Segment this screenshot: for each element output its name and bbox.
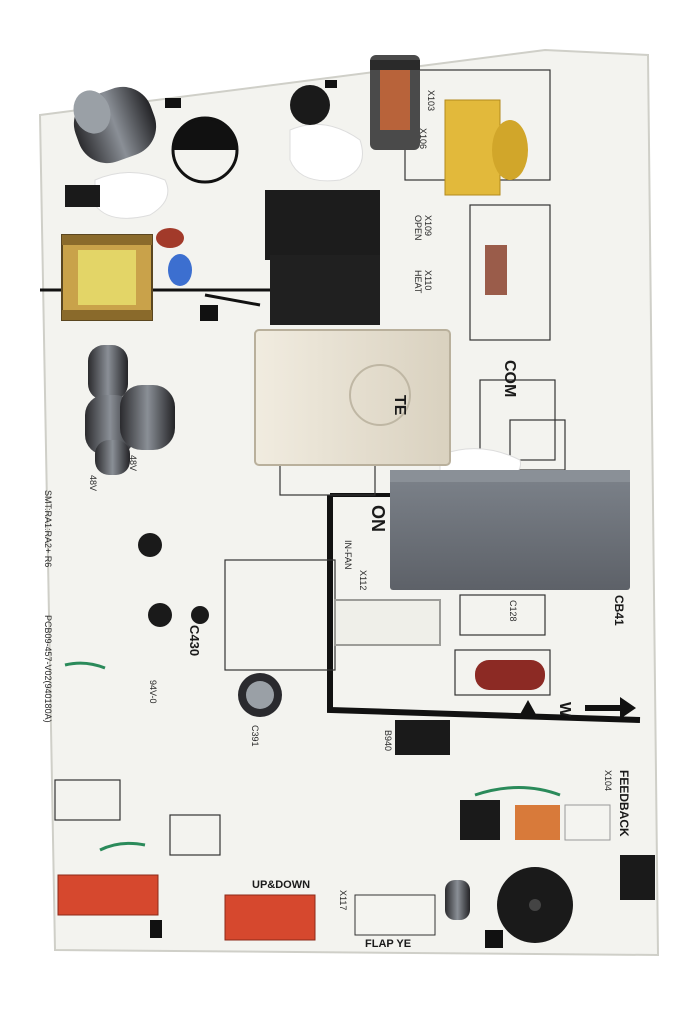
relay-main: [254, 329, 451, 466]
label-cb41: CB41: [612, 595, 626, 626]
label-w: W: [556, 702, 573, 718]
label-x104: X104: [603, 770, 613, 791]
label-updown: UP&DOWN: [252, 879, 310, 891]
label-in-fan: IN-FAN: [343, 540, 353, 570]
label-flap: FLAP YE: [365, 938, 411, 950]
label-open: OPEN: [413, 215, 423, 241]
capacitor-yellow-x: [444, 99, 501, 196]
connector-orange: [515, 805, 560, 840]
label-feedback: FEEDBACK: [617, 770, 631, 837]
capacitor-red-film: [475, 660, 545, 690]
label-c128: C128: [508, 600, 518, 622]
capacitor-large: [73, 86, 157, 164]
label-heat: HEAT: [413, 270, 423, 294]
disc-dot: [191, 606, 209, 624]
transformer: [61, 234, 153, 321]
ic-b940: [395, 720, 450, 755]
silicone-blob-1: [94, 172, 169, 219]
pad-black-1: [150, 920, 162, 938]
marker-green-2: [474, 786, 561, 797]
buzzer-bottom: [497, 867, 573, 943]
label-on: ON: [368, 505, 388, 532]
label-x106: X106: [418, 128, 428, 149]
silicone-blob-2: [289, 123, 363, 182]
pad-black-3: [165, 98, 181, 108]
marker-green-3: [64, 661, 106, 670]
buzzer-round: [171, 116, 239, 184]
w-arrow-mark: [585, 697, 636, 719]
label-x112: X112: [358, 570, 368, 590]
capacitor-blue: [168, 254, 192, 286]
inductor-top: [370, 55, 420, 150]
label-x117: X117: [338, 890, 348, 910]
ic-small-left: [65, 185, 100, 207]
label-x109: X109: [423, 215, 433, 236]
warning-triangle: [518, 700, 538, 718]
transistor-round: [290, 85, 330, 125]
relay-black-1: [265, 190, 380, 260]
connector-red-left: [57, 874, 159, 916]
label-rating-1: 48V: [88, 475, 98, 491]
relay-brand-text: TE: [391, 395, 408, 416]
label-rating-2: 48V: [128, 455, 138, 471]
connector-flap: [354, 894, 436, 936]
capacitor-c391: [238, 673, 282, 717]
label-x103: X103: [426, 90, 436, 111]
connector-red-updown: [224, 894, 316, 941]
label-ul: 94V-0: [148, 680, 158, 704]
sensor-black: [460, 800, 500, 840]
label-x110: X110: [423, 270, 433, 290]
pad-black-2: [485, 930, 503, 948]
connector-white-feedback: [564, 804, 611, 841]
pad-black-5: [200, 305, 218, 321]
capacitor-cluster: [85, 345, 175, 475]
resistor-brown-1: [485, 245, 507, 295]
connector-x112: [334, 599, 441, 646]
disc-c430: [148, 603, 172, 627]
relay-black-2: [270, 255, 380, 325]
label-part-code: PCB09-457-V02(940180A): [43, 615, 53, 723]
capacitor-yellow-round: [492, 120, 528, 180]
heatsink: [390, 470, 630, 590]
disc-c432: [138, 533, 162, 557]
sensor-right: [620, 855, 655, 900]
label-com: COM: [501, 360, 518, 397]
label-b940: B940: [383, 730, 393, 751]
capacitor-bottom: [445, 880, 470, 920]
label-c430: C430: [187, 625, 202, 656]
label-c391: C391: [250, 725, 260, 747]
label-smt: SMT:RA1:RA2+ R6: [43, 490, 53, 567]
capacitor-red-small: [156, 228, 184, 248]
pad-black-4: [325, 80, 337, 88]
marker-green-1: [99, 841, 146, 852]
